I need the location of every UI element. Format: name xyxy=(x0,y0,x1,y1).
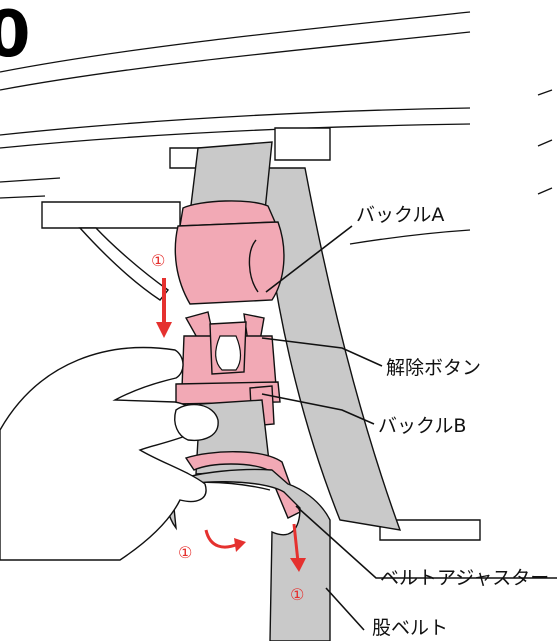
step-marker: ① xyxy=(151,251,165,270)
label-buckle-b: バックルB xyxy=(378,415,466,437)
label-crotch-belt: 股ベルト xyxy=(372,617,448,639)
label-release-button: 解除ボタン xyxy=(386,357,481,379)
step-marker: ① xyxy=(290,585,304,604)
buckle-a xyxy=(175,201,284,304)
figure-number: 0 xyxy=(0,0,31,72)
label-belt-adjuster: ベルトアジャスター xyxy=(380,567,549,589)
step-marker: ① xyxy=(178,543,192,562)
label-buckle-a: バックルA xyxy=(356,204,444,226)
